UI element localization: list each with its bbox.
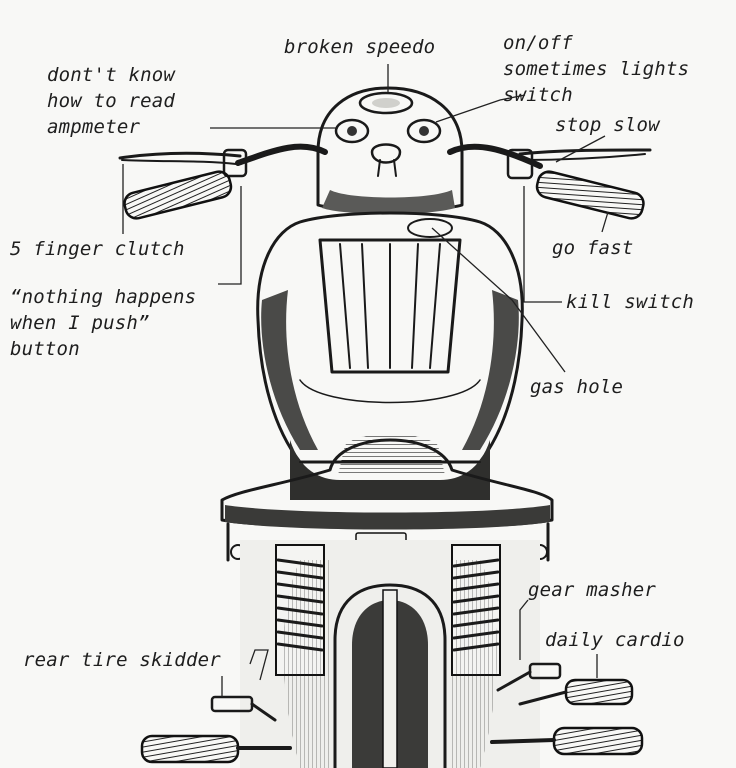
seat — [220, 433, 554, 562]
clutch-label: 5 finger clutch — [10, 238, 185, 260]
rear-tire-skidder-label: rear tire skidder — [23, 649, 221, 671]
go-fast-label: go fast — [552, 237, 634, 259]
stop-slow-label: stop slow — [555, 114, 660, 136]
kill-switch-label: kill switch — [566, 291, 695, 313]
lights-switch-label: on/off sometimes lights switch — [503, 32, 690, 106]
gear-masher-label: gear masher — [528, 579, 657, 601]
button-label: “nothing happens when I push” button — [10, 286, 197, 360]
rear-suspension — [240, 540, 540, 768]
foot-controls — [140, 662, 644, 764]
ampmeter-label: dont't know how to read ampmeter — [47, 64, 176, 138]
daily-cardio-label: daily cardio — [545, 629, 685, 651]
fuel-tank — [256, 211, 524, 464]
gas-hole-label: gas hole — [530, 376, 624, 398]
broken-speedo-label: broken speedo — [284, 36, 436, 58]
leader-lines — [122, 64, 609, 697]
handlebar — [118, 143, 652, 220]
instrument-nacelle — [316, 86, 464, 214]
